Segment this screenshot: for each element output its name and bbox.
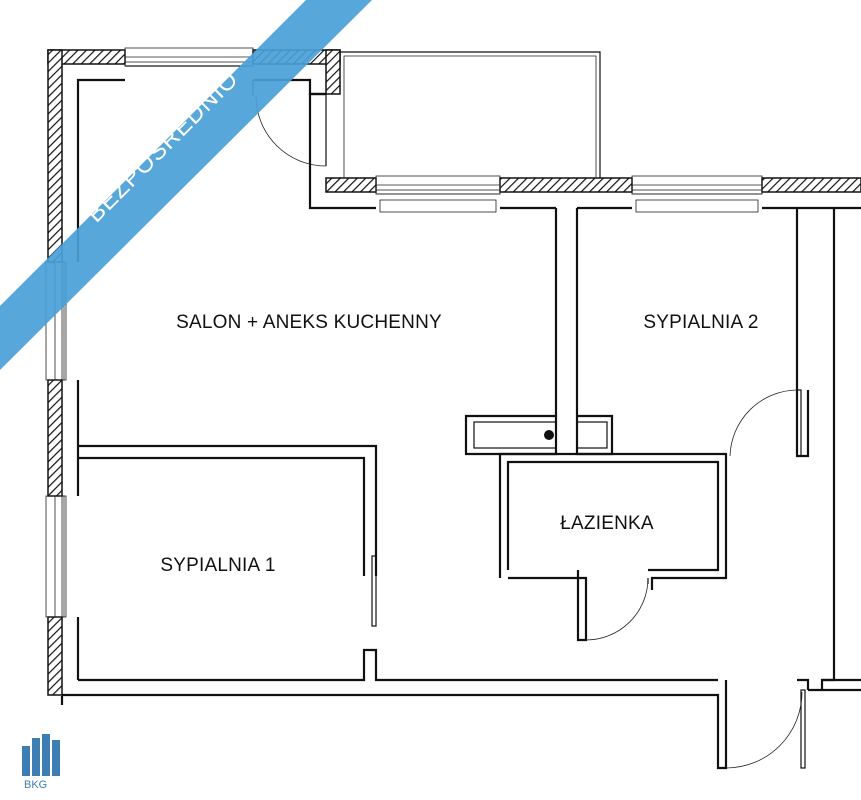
buildings-icon [22,734,60,776]
room-label-salon: SALON + ANEKS KUCHENNY [176,312,442,333]
company-logo: BKG [22,734,60,791]
room-label-sypialnia-2: SYPIALNIA 2 [643,312,758,333]
doors [252,80,806,769]
room-label-lazienka: ŁAZIENKA [560,513,654,534]
logo-text: BKG [24,779,47,791]
room-label-sypialnia-1: SYPIALNIA 1 [160,555,275,576]
balcony [340,51,601,178]
room-labels: SALON + ANEKS KUCHENNY SYPIALNIA 2 ŁAZIE… [160,312,758,576]
exterior-wall-inner-lines [60,78,861,770]
interior-walls [78,208,861,692]
banner-ribbon [0,0,372,370]
